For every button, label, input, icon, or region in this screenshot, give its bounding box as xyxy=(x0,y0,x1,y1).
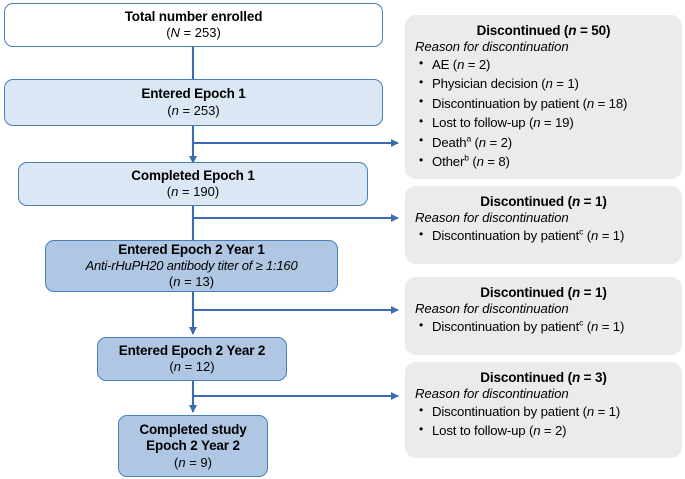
footnote-marker: a xyxy=(466,133,472,144)
footnote-marker: c xyxy=(579,317,584,328)
panel-heading: Discontinued (n = 3) xyxy=(480,370,607,385)
panel-heading: Discontinued (n = 1) xyxy=(480,285,607,300)
node-title: Entered Epoch 2 Year 2 xyxy=(118,342,266,358)
panel-reason-list: AE (n = 2) Physician decision (n = 1) Di… xyxy=(415,54,672,171)
list-item: Discontinuation by patient (n = 18) xyxy=(415,93,672,113)
panel-discontinued-3[interactable]: Discontinued (n = 3) Reason for disconti… xyxy=(405,362,682,458)
node-total-enrolled[interactable]: Total number enrolled (N = 253) xyxy=(4,3,383,47)
node-count: (n = 13) xyxy=(168,274,215,290)
list-item: Otherb (n = 8) xyxy=(415,152,672,171)
panel-heading: Discontinued (n = 50) xyxy=(476,23,611,38)
node-title-line-2: Epoch 2 Year 2 xyxy=(146,438,240,454)
node-count: (N = 253) xyxy=(166,25,221,41)
node-title: Total number enrolled xyxy=(124,8,263,24)
list-item: Deatha (n = 2) xyxy=(415,132,672,152)
node-entered-epoch-2-year-1[interactable]: Entered Epoch 2 Year 1 Anti-rHuPH20 anti… xyxy=(45,240,338,292)
panel-reason-label: Reason for discontinuation xyxy=(415,39,569,54)
node-entered-epoch-1[interactable]: Entered Epoch 1 (n = 253) xyxy=(4,79,383,126)
node-entered-epoch-2-year-2[interactable]: Entered Epoch 2 Year 2 (n = 12) xyxy=(97,337,287,381)
node-completed-study[interactable]: Completed study Epoch 2 Year 2 (n = 9) xyxy=(118,415,268,477)
panel-heading: Discontinued (n = 1) xyxy=(480,194,607,209)
node-subtitle: Anti-rHuPH20 antibody titer of ≥ 1:160 xyxy=(85,258,298,274)
panel-reason-label: Reason for discontinuation xyxy=(415,210,569,225)
list-item: Lost to follow-up (n = 2) xyxy=(415,421,672,440)
list-item: Physician decision (n = 1) xyxy=(415,74,672,93)
node-count: (n = 253) xyxy=(167,102,220,118)
footnote-marker: c xyxy=(579,226,584,237)
node-completed-epoch-1[interactable]: Completed Epoch 1 (n = 190) xyxy=(18,162,368,206)
panel-reason-label: Reason for discontinuation xyxy=(415,301,569,316)
node-count: (n = 190) xyxy=(166,184,220,200)
node-title-line-1: Completed study xyxy=(139,421,247,437)
list-item: Lost to follow-up (n = 19) xyxy=(415,113,672,132)
panel-reason-list: Discontinuation by patient (n = 1) Lost … xyxy=(415,401,672,441)
node-title: Completed Epoch 1 xyxy=(131,167,255,183)
footnote-marker: b xyxy=(464,152,469,163)
node-count: (n = 12) xyxy=(169,359,215,375)
list-item: Discontinuation by patient (n = 1) xyxy=(415,401,672,421)
panel-reason-list: Discontinuation by patientc (n = 1) xyxy=(415,316,672,336)
list-item: Discontinuation by patientc (n = 1) xyxy=(415,225,672,245)
panel-reason-label: Reason for discontinuation xyxy=(415,386,569,401)
panel-reason-list: Discontinuation by patientc (n = 1) xyxy=(415,225,672,245)
panel-discontinued-1-a[interactable]: Discontinued (n = 1) Reason for disconti… xyxy=(405,186,682,264)
panel-discontinued-1-b[interactable]: Discontinued (n = 1) Reason for disconti… xyxy=(405,277,682,355)
list-item: Discontinuation by patientc (n = 1) xyxy=(415,316,672,336)
node-count: (n = 9) xyxy=(174,454,212,470)
node-title: Entered Epoch 1 xyxy=(141,86,246,102)
list-item: AE (n = 2) xyxy=(415,54,672,74)
node-title: Entered Epoch 2 Year 1 xyxy=(118,241,265,257)
panel-discontinued-50[interactable]: Discontinued (n = 50) Reason for discont… xyxy=(405,15,682,179)
